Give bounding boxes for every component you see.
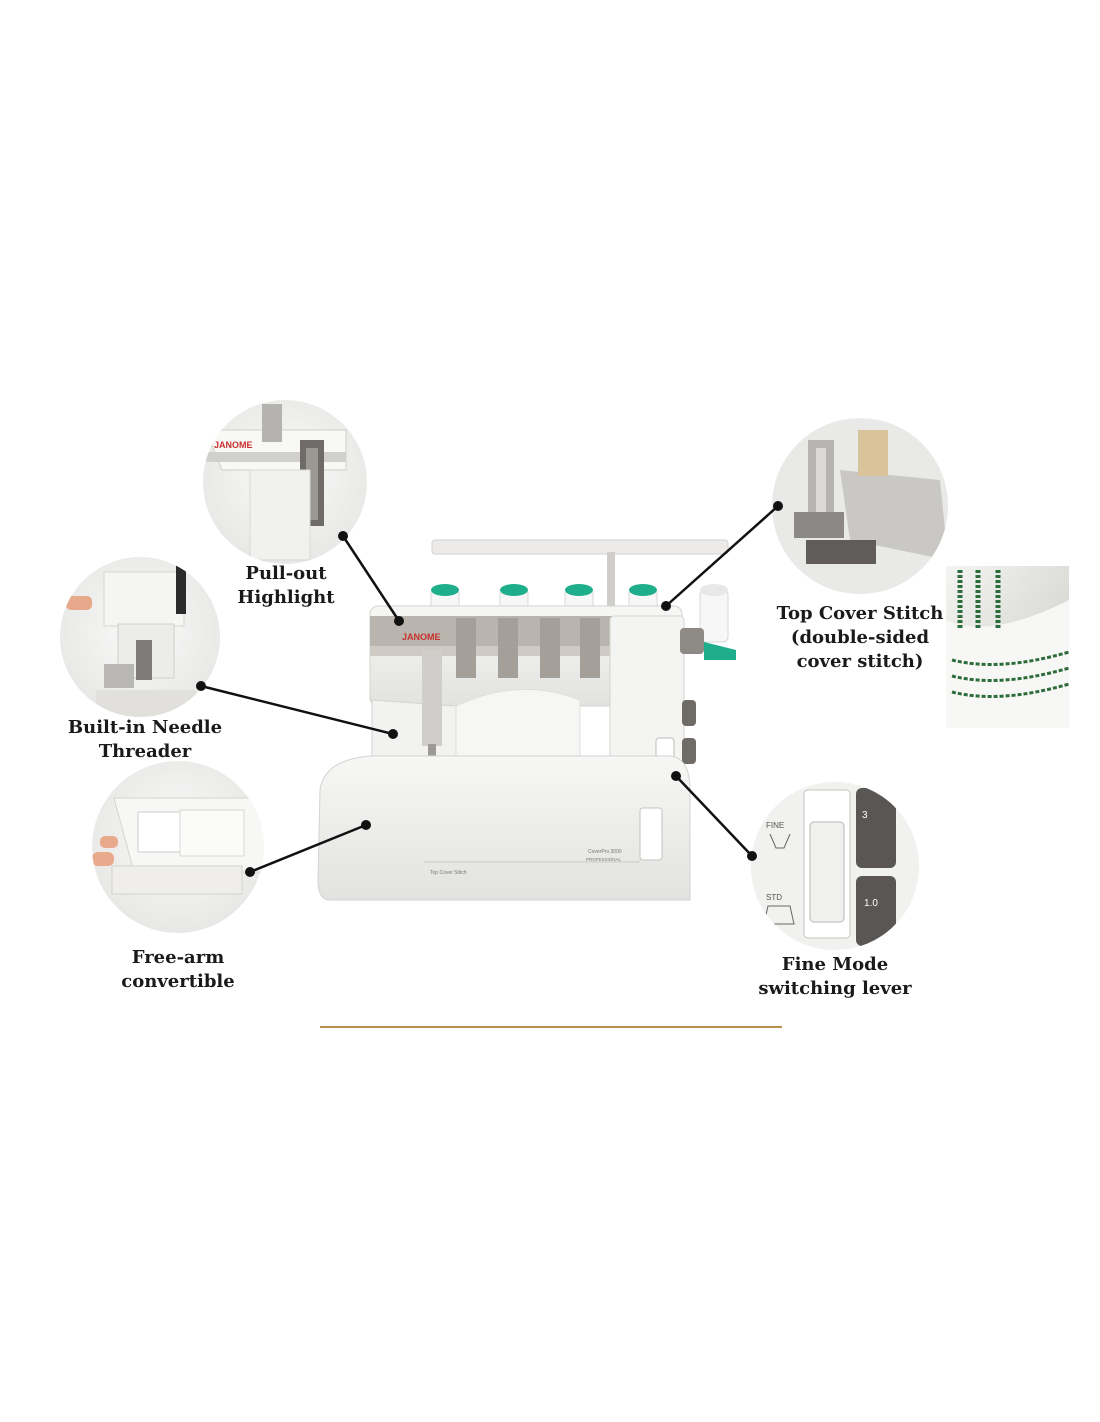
label-fine-mode: Fine Mode switching lever xyxy=(758,954,912,999)
sewing-machine-image: JANOME Top Cover Stitch CoverPro 3000 PR… xyxy=(317,539,736,901)
machine-model-text: CoverPro 3000 xyxy=(588,849,622,855)
callout-line-fine-mode xyxy=(675,775,753,857)
inset-fine-mode-lever: 3 1.0 FINE STD xyxy=(751,782,919,950)
inset-free-arm xyxy=(92,761,264,933)
label-pullout-highlight: Pull-out Highlight xyxy=(237,563,335,608)
machine-brand-logo: JANOME xyxy=(402,632,441,642)
tank-top-icon xyxy=(769,833,791,849)
stitch-swatch-image xyxy=(946,566,1070,728)
callout-line-free-arm xyxy=(249,823,367,874)
pullout-brand-text: JANOME xyxy=(214,440,253,450)
label-free-arm: Free-arm convertible xyxy=(121,947,235,992)
callout-line-pullout xyxy=(341,535,401,622)
label-top-cover-stitch: Top Cover Stitch (double-sided cover sti… xyxy=(776,603,944,672)
inset-top-cover-stitch xyxy=(772,418,948,594)
callout-lines xyxy=(196,501,783,877)
inset-needle-threader xyxy=(60,557,220,717)
machine-series-text: PROFESSIONAL xyxy=(586,857,622,862)
callout-line-top-cover xyxy=(665,505,779,607)
callout-line-needle xyxy=(200,684,394,736)
fine-label-text: FINE xyxy=(766,821,784,830)
inset-pullout-highlight: JANOME xyxy=(203,400,367,564)
std-label-text: STD xyxy=(766,893,782,902)
machine-base-text: Top Cover Stitch xyxy=(430,870,467,876)
label-needle-threader: Built-in Needle Threader xyxy=(67,717,223,762)
dial-value-bottom: 1.0 xyxy=(864,898,878,909)
dial-value-top: 3 xyxy=(862,810,868,821)
